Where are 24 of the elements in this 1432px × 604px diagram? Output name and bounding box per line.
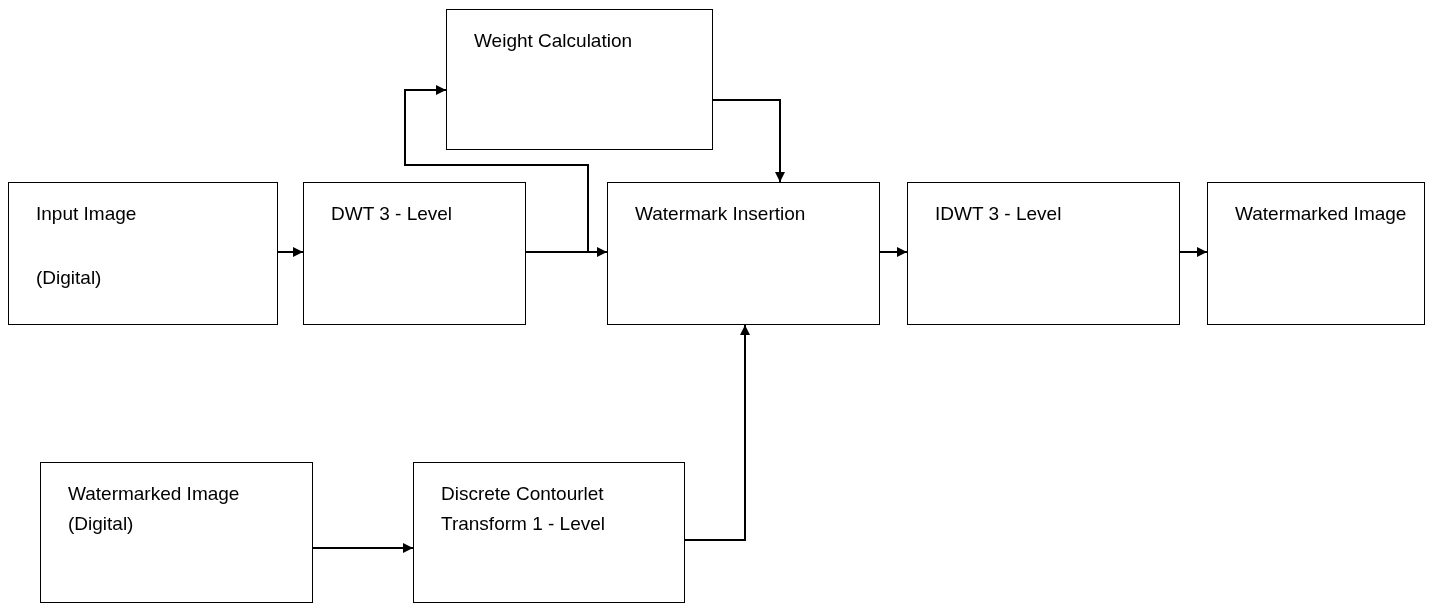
node-label: DWT 3 - Level [331,202,454,226]
node-label: Discrete Contourlet Transform 1 - Level [441,482,606,536]
node-label: Weight Calculation [474,29,634,53]
arrow [684,324,750,541]
node-label: (Digital) [36,266,103,290]
output-box [1207,182,1425,325]
node-label: Watermarked Image (Digital) [68,482,241,536]
arrow [712,99,785,183]
arrow [404,85,589,253]
node-label: IDWT 3 - Level [935,202,1063,226]
arrow [277,247,304,257]
process-box [607,182,880,325]
node-label: Watermark Insertion [635,202,807,226]
input-box [8,182,278,325]
arrow [312,543,414,553]
node-label: Input Image [36,202,138,226]
process-box [413,462,685,603]
process-box [446,9,713,150]
arrow [1179,247,1208,257]
process-box [907,182,1180,325]
process-box [303,182,526,325]
arrow [879,247,908,257]
node-label: Watermarked Image [1235,202,1408,226]
input-box [40,462,313,603]
